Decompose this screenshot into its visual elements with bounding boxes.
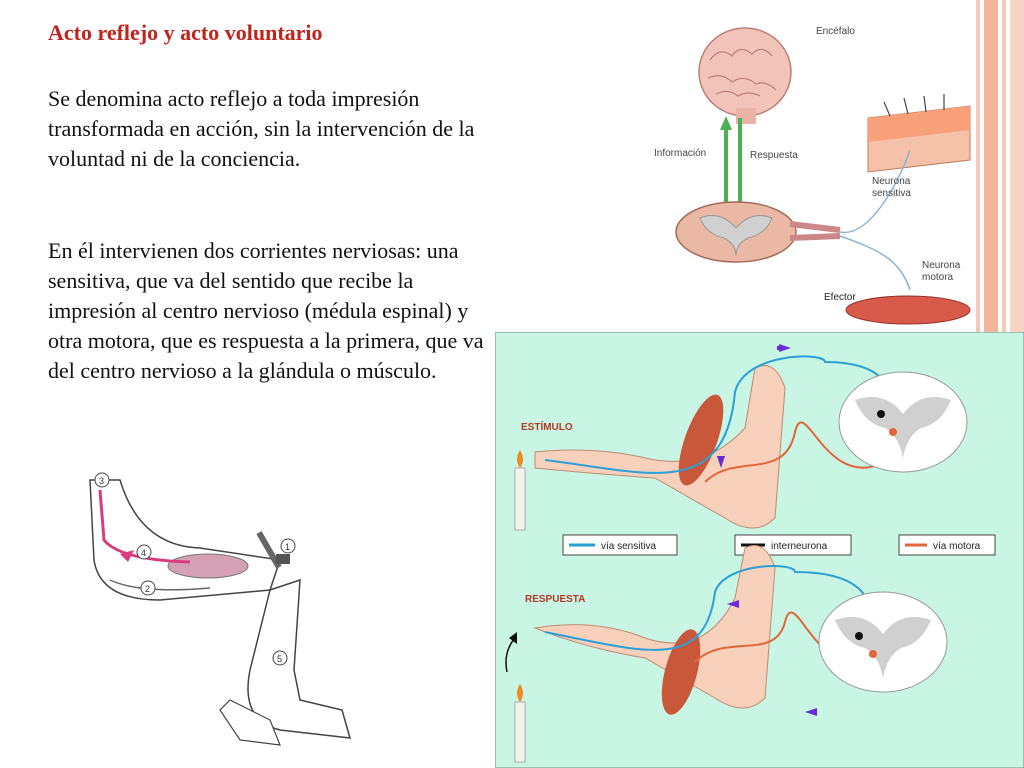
muscle-effector [845, 295, 971, 325]
marker-2: 2 [140, 580, 156, 596]
marker-3: 3 [94, 472, 110, 488]
svg-text:5: 5 [277, 654, 282, 664]
brain-illustration [698, 27, 792, 124]
slide-title: Acto reflejo y acto voluntario [48, 20, 323, 45]
legend-interneurona: interneurona [771, 541, 828, 552]
label-estimulo: ESTÍMULO [521, 420, 573, 433]
marker-5: 5 [272, 650, 288, 666]
legend-motora: vía motora [933, 541, 981, 552]
label-informacion: Información [654, 148, 706, 159]
spinal-cord-lower [818, 591, 948, 693]
candle-lower [514, 684, 526, 763]
svg-text:1: 1 [285, 542, 290, 552]
spinal-cord-section [675, 201, 841, 263]
svg-text:3: 3 [99, 476, 104, 486]
definition-paragraph: Se denomina acto reflejo a toda impresió… [48, 86, 475, 171]
spinal-cord-upper [838, 371, 968, 473]
explanation-paragraph: En él intervienen dos corrientes nervios… [48, 238, 484, 383]
svg-text:2: 2 [145, 584, 150, 594]
legend: vía sensitiva interneurona vía motora [562, 534, 996, 556]
svg-text:4: 4 [141, 548, 146, 558]
knee-reflex-figure: 1 2 3 4 5 [80, 470, 370, 755]
arm-upper [534, 365, 786, 529]
reflex-hammer [256, 531, 290, 569]
candle-upper [514, 450, 526, 531]
label-respuesta-escena: RESPUESTA [525, 594, 585, 605]
arm-reflex-figure: ESTÍMULO vía sensitiva interneurona [495, 332, 1024, 768]
legend-sensitiva: vía sensitiva [601, 541, 656, 552]
skin-block [867, 94, 971, 173]
label-efector: Efector [824, 292, 856, 303]
label-encefalo: Encéfalo [816, 26, 855, 37]
marker-4: 4 [136, 544, 152, 560]
marker-1: 1 [280, 538, 296, 554]
arm-lower [533, 545, 776, 715]
label-respuesta: Respuesta [750, 150, 798, 161]
